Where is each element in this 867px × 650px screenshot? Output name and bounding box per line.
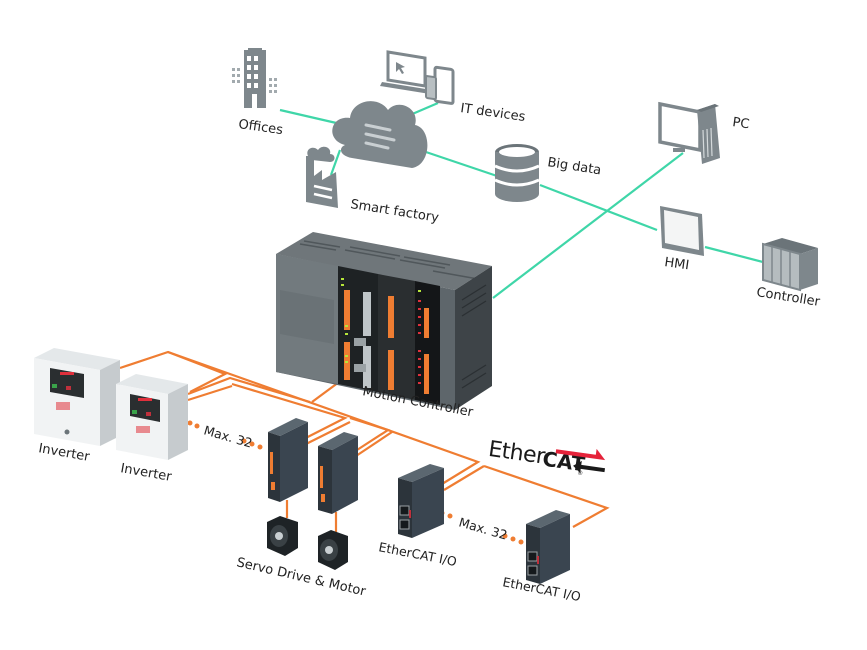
hmi-icon — [660, 206, 704, 256]
label-hmi: HMI — [663, 255, 690, 273]
it-network-lines — [279, 101, 764, 299]
ethercat-logo-ether: Ether — [487, 437, 548, 470]
smart-factory-icon — [306, 146, 338, 208]
link-trunk-io1 — [167, 350, 481, 485]
label-offices: Offices — [237, 117, 284, 138]
label-inverter-1: Inverter — [37, 441, 91, 465]
label-smart-factory: Smart factory — [349, 197, 440, 226]
servo-drive-2 — [318, 432, 358, 514]
servo-drive-1 — [268, 418, 308, 502]
label-max-io: Max. 32 — [457, 514, 509, 542]
link-servo1-servo2-b — [355, 431, 393, 457]
ethercat-logo-registered: ® — [577, 469, 584, 477]
link-trunk-servo1 — [231, 382, 348, 447]
label-pc: PC — [731, 115, 750, 132]
link-cloud-itdevices — [409, 101, 439, 117]
servo-motor-2 — [318, 530, 348, 570]
motion-controller-device — [276, 232, 492, 410]
pc-icon — [658, 101, 720, 164]
servo-motor-1 — [267, 516, 298, 556]
link-offices-cloud — [279, 108, 346, 127]
label-inverter-2: Inverter — [119, 461, 173, 485]
cloud-icon — [332, 101, 428, 168]
link-cloud-factory — [329, 149, 342, 176]
label-big-data: Big data — [546, 155, 602, 178]
link-cloud-bigdata — [419, 148, 501, 179]
inverter-1-device — [34, 348, 120, 446]
label-io-1: EtherCAT I/O — [377, 539, 458, 569]
ethercat-io-1 — [398, 464, 444, 538]
link-io1-io2 — [483, 464, 610, 528]
ethercat-arrows-icon — [555, 448, 606, 473]
ethercat-io-2 — [526, 510, 570, 584]
inverter-2-device — [116, 374, 188, 460]
link-controller-pc — [492, 152, 684, 299]
controller-icon — [762, 238, 818, 292]
link-bigdata-hmi — [539, 183, 658, 232]
label-controller: Controller — [755, 285, 821, 310]
link-hmi-controller — [704, 245, 764, 264]
link-inverter2-bus-b — [187, 384, 233, 402]
link-trunk-io1-b — [443, 465, 485, 491]
it-devices-icon — [380, 50, 455, 105]
label-max-inverters: Max. 32 — [202, 422, 254, 450]
label-it-devices: IT devices — [459, 101, 526, 125]
offices-icon — [232, 48, 277, 108]
big-data-icon — [494, 144, 540, 202]
